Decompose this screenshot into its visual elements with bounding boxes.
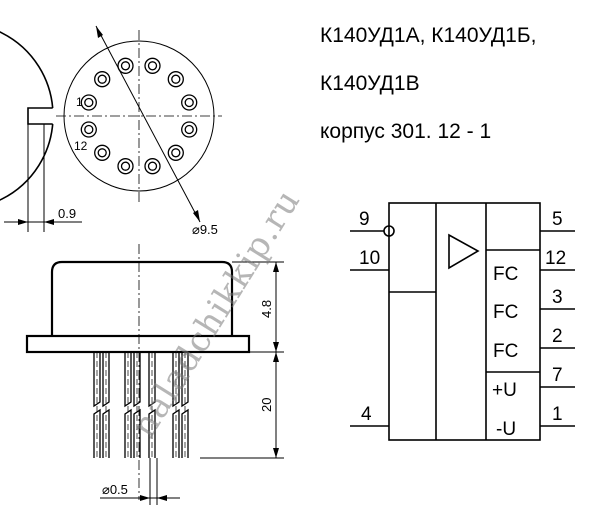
- title-line-1: К140УД1А, К140УД1Б,: [320, 24, 536, 47]
- lead-wire: [93, 352, 101, 458]
- pin-hole: [117, 158, 134, 175]
- pin-number: 2: [552, 326, 563, 347]
- opamp-symbol: 9 10 4 5 12 FC 3 FC 2 FC: [350, 202, 575, 441]
- pin-number: 4: [361, 404, 372, 425]
- right-pin-3: 3 FC: [493, 287, 575, 323]
- title-block: К140УД1А, К140УД1Б, К140УД1В корпус 301.…: [320, 24, 536, 143]
- pin-function: FC: [493, 302, 518, 323]
- lead-dia-arrow-left: [140, 495, 150, 501]
- lead-length-label: 20: [259, 398, 274, 412]
- pin-number: 3: [552, 287, 563, 308]
- case-outline-circle: [0, 31, 54, 201]
- diameter-arrow-top: [96, 26, 103, 38]
- left-pin-9: 9: [350, 209, 384, 232]
- pin-hole: [80, 94, 97, 111]
- lead-dia-arrow-right: [157, 495, 167, 501]
- pin-function: FC: [493, 264, 518, 285]
- height-arrow-top: [273, 262, 279, 272]
- lead-wire: [148, 352, 156, 458]
- pin-hole: [181, 121, 198, 138]
- pin-hole: [167, 144, 184, 161]
- case-body: [50, 260, 234, 336]
- symbol-outline: [388, 202, 541, 441]
- diameter-arrow-bottom: [193, 210, 200, 222]
- pin-hole: [181, 94, 198, 111]
- pin-hole: [167, 71, 184, 88]
- pin-number: 5: [552, 209, 563, 230]
- lead-arrow-bottom: [273, 448, 279, 458]
- lead-wire: [124, 352, 132, 458]
- diameter-dimension-line: [95, 25, 201, 223]
- case-flange: [25, 334, 251, 354]
- left-pin-4: 4: [350, 404, 389, 427]
- pin-number: 1: [552, 404, 563, 425]
- height-label: 4.8: [259, 300, 274, 318]
- tab-arrow-right: [44, 219, 54, 225]
- lead-wire: [172, 352, 180, 458]
- pin-function: +U: [492, 380, 517, 401]
- pin-hole: [94, 144, 111, 161]
- title-line-2: К140УД1В: [320, 72, 420, 95]
- right-pin-1: 1 -U: [496, 404, 575, 440]
- pin-number: 9: [359, 209, 370, 230]
- pin-label-last: 12: [74, 139, 88, 153]
- pin-number: 12: [545, 248, 566, 269]
- right-pin-2: 2 FC: [493, 326, 575, 362]
- diameter-label: ⌀9.5: [192, 222, 218, 237]
- tab-arrow-left: [18, 219, 28, 225]
- tab-width-label: 0.9: [58, 206, 76, 221]
- key-tab: [27, 107, 53, 125]
- pin-number: 7: [552, 365, 563, 386]
- lead-wire: [181, 352, 189, 458]
- right-pin-5: 5: [540, 209, 575, 232]
- pin-hole: [117, 57, 134, 74]
- pin-hole: [94, 71, 111, 88]
- lead-diameter-label: ⌀0.5: [102, 482, 128, 497]
- pin-circle-group: [80, 57, 198, 175]
- lead-group: [93, 352, 189, 458]
- pin-hole: [144, 158, 161, 175]
- height-arrow-bottom: [273, 342, 279, 352]
- title-line-3: корпус 301. 12 - 1: [320, 120, 491, 143]
- pin-function: -U: [496, 419, 516, 440]
- lead-arrow-top: [273, 352, 279, 362]
- lead-wire: [102, 352, 110, 458]
- amplifier-triangle: [448, 233, 480, 270]
- package-top-view: 1 12 ⌀9.5 0.9: [0, 25, 222, 237]
- pin-number: 10: [359, 248, 380, 269]
- lead-wire: [133, 352, 141, 458]
- right-pin-7: 7 +U: [492, 365, 575, 401]
- right-pin-12: 12 FC: [493, 248, 575, 285]
- pin-hole: [80, 121, 97, 138]
- package-side-view: 4.8 20 ⌀0.5: [25, 244, 284, 505]
- left-pin-10: 10: [350, 248, 389, 271]
- pin-label-first: 1: [76, 95, 83, 109]
- pin-hole: [144, 57, 161, 74]
- pin-function: FC: [493, 341, 518, 362]
